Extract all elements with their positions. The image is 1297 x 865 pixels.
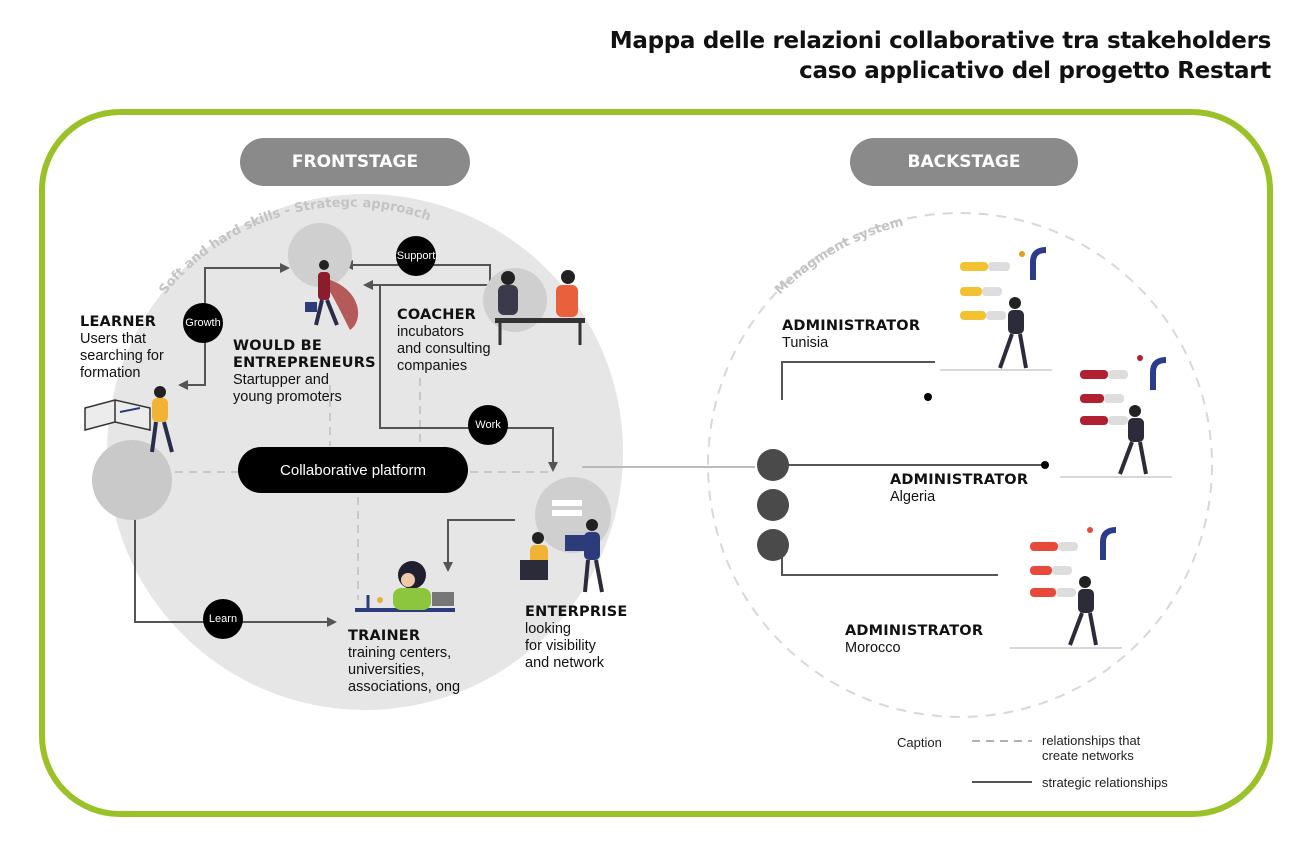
enterprise-desc-2: for visibility [525, 638, 596, 654]
admin-country: Tunisia [782, 335, 829, 351]
link-dot [924, 393, 932, 401]
legend-solid-label: strategic relationships [1042, 775, 1168, 790]
collaborative-platform: Collaborative platform [238, 447, 468, 493]
legend-dashed-label: relationships that create networks [1042, 733, 1140, 763]
title-line-1: Mappa delle relazioni collaborative tra … [609, 28, 1272, 54]
admin-country: Algeria [890, 489, 936, 505]
frontstage-pill: FRONTSTAGE [240, 138, 470, 186]
admin-node-tunisia [757, 449, 789, 481]
would-be-title-2: ENTREPRENEURS [233, 355, 376, 371]
admin-algeria-label: ADMINISTRATOR Algeria [890, 472, 1028, 506]
legend-dashed-line-1: relationships that [1042, 733, 1141, 748]
admin-morocco-label: ADMINISTRATOR Morocco [845, 623, 983, 657]
learner-illustration [84, 386, 174, 453]
learner-desc-3: formation [80, 365, 141, 381]
admin-title: ADMINISTRATOR [782, 318, 921, 334]
learner-label: LEARNER Users that searching for formati… [80, 314, 164, 382]
backstage-pill: BACKSTAGE [850, 138, 1078, 186]
learner-desc-2: searching for [80, 348, 164, 364]
learner-title: LEARNER [80, 314, 157, 330]
legend-caption: Caption [897, 735, 942, 750]
admin-tunisia-label: ADMINISTRATOR Tunisia [782, 318, 920, 352]
learner-node [92, 440, 172, 520]
admin-illustration-tunisia [940, 247, 1052, 371]
enterprise-illustration [520, 477, 611, 593]
trainer-label: TRAINER training centers, universities, … [348, 628, 460, 696]
title-line-2: caso applicativo del progetto Restart [799, 58, 1271, 84]
coacher-desc-3: companies [397, 358, 468, 374]
admin-title: ADMINISTRATOR [845, 623, 984, 639]
backstage-circle [707, 212, 1213, 718]
enterprise-desc-1: looking [525, 621, 571, 637]
growth-badge: Growth [183, 303, 223, 343]
coacher-title: COACHER [397, 307, 477, 323]
coacher-desc-1: incubators [397, 324, 464, 340]
link-dot [1041, 461, 1049, 469]
learner-desc-1: Users that [80, 331, 147, 347]
admin-country: Morocco [845, 640, 901, 656]
learn-badge: Learn [203, 599, 243, 639]
work-badge: Work [468, 405, 508, 445]
coacher-label: COACHER incubators and consulting compan… [397, 307, 491, 375]
enterprise-label: ENTERPRISE looking for visibility and ne… [525, 604, 628, 672]
would-be-label: WOULD BE ENTREPRENEURS Startupper and yo… [233, 338, 376, 406]
trainer-title: TRAINER [348, 628, 421, 644]
entrepreneur-illustration [288, 223, 359, 330]
support-badge: Support [396, 236, 436, 276]
trainer-desc-3: associations, ong [348, 679, 461, 695]
legend-dashed-line-2: create networks [1042, 748, 1134, 763]
admin-node-morocco [757, 529, 789, 561]
trainer-illustration [355, 561, 455, 612]
coacher-desc-2: and consulting [397, 341, 491, 357]
would-be-desc-1: Startupper and [233, 372, 329, 388]
trainer-desc-1: training centers, [348, 645, 452, 661]
trainer-desc-2: universities, [348, 662, 425, 678]
enterprise-title: ENTERPRISE [525, 604, 628, 620]
outer-frame [39, 109, 1273, 817]
admin-title: ADMINISTRATOR [890, 472, 1029, 488]
would-be-desc-2: young promoters [233, 389, 342, 405]
admin-illustration-morocco [1010, 527, 1122, 649]
coacher-illustration [483, 268, 585, 345]
enterprise-desc-3: and network [525, 655, 604, 671]
would-be-title-1: WOULD BE [233, 338, 322, 354]
admin-node-algeria [757, 489, 789, 521]
network-lines [175, 378, 548, 600]
admin-illustration-algeria [1060, 355, 1172, 478]
